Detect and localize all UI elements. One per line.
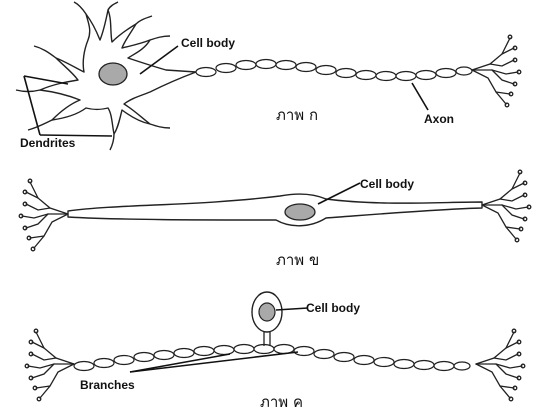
neuron-c-left-dendrites <box>25 329 74 401</box>
neuron-c-nucleus <box>259 303 275 321</box>
caption-a: ภาพ ก <box>276 106 318 124</box>
neuron-b-left-dendrites <box>19 179 68 251</box>
neuron-a: Cell body Axon Dendrites ภาพ ก <box>16 2 521 150</box>
neuron-b-nucleus <box>285 204 315 220</box>
neuron-b-right-dendrites <box>482 170 531 242</box>
dendrites-pointer-1 <box>24 76 68 84</box>
caption-b: ภาพ ข <box>276 251 319 269</box>
caption-c: ภาพ ค <box>260 393 303 409</box>
cell-body-label-c: Cell body <box>306 301 360 315</box>
neuron-c-axon-beads <box>74 345 470 371</box>
dendrites-label: Dendrites <box>20 136 76 150</box>
axon-label: Axon <box>424 112 454 126</box>
neuron-a-nucleus <box>99 63 127 85</box>
neuron-a-axon-terminal <box>472 35 521 107</box>
cell-body-label-b: Cell body <box>360 177 414 191</box>
neuron-c-right-dendrites <box>476 329 525 401</box>
neuron-a-axon <box>196 60 472 81</box>
branches-label: Branches <box>80 378 135 392</box>
neuron-b: Cell body ภาพ ข <box>19 170 531 269</box>
neuron-c: Cell body Branches ภาพ ค <box>25 292 525 409</box>
neuron-b-body <box>68 194 482 226</box>
dendrites-pointer-2 <box>24 76 40 135</box>
neuron-c-soma <box>252 292 282 346</box>
cell-body-label-a: Cell body <box>181 36 235 50</box>
axon-pointer <box>412 83 428 110</box>
